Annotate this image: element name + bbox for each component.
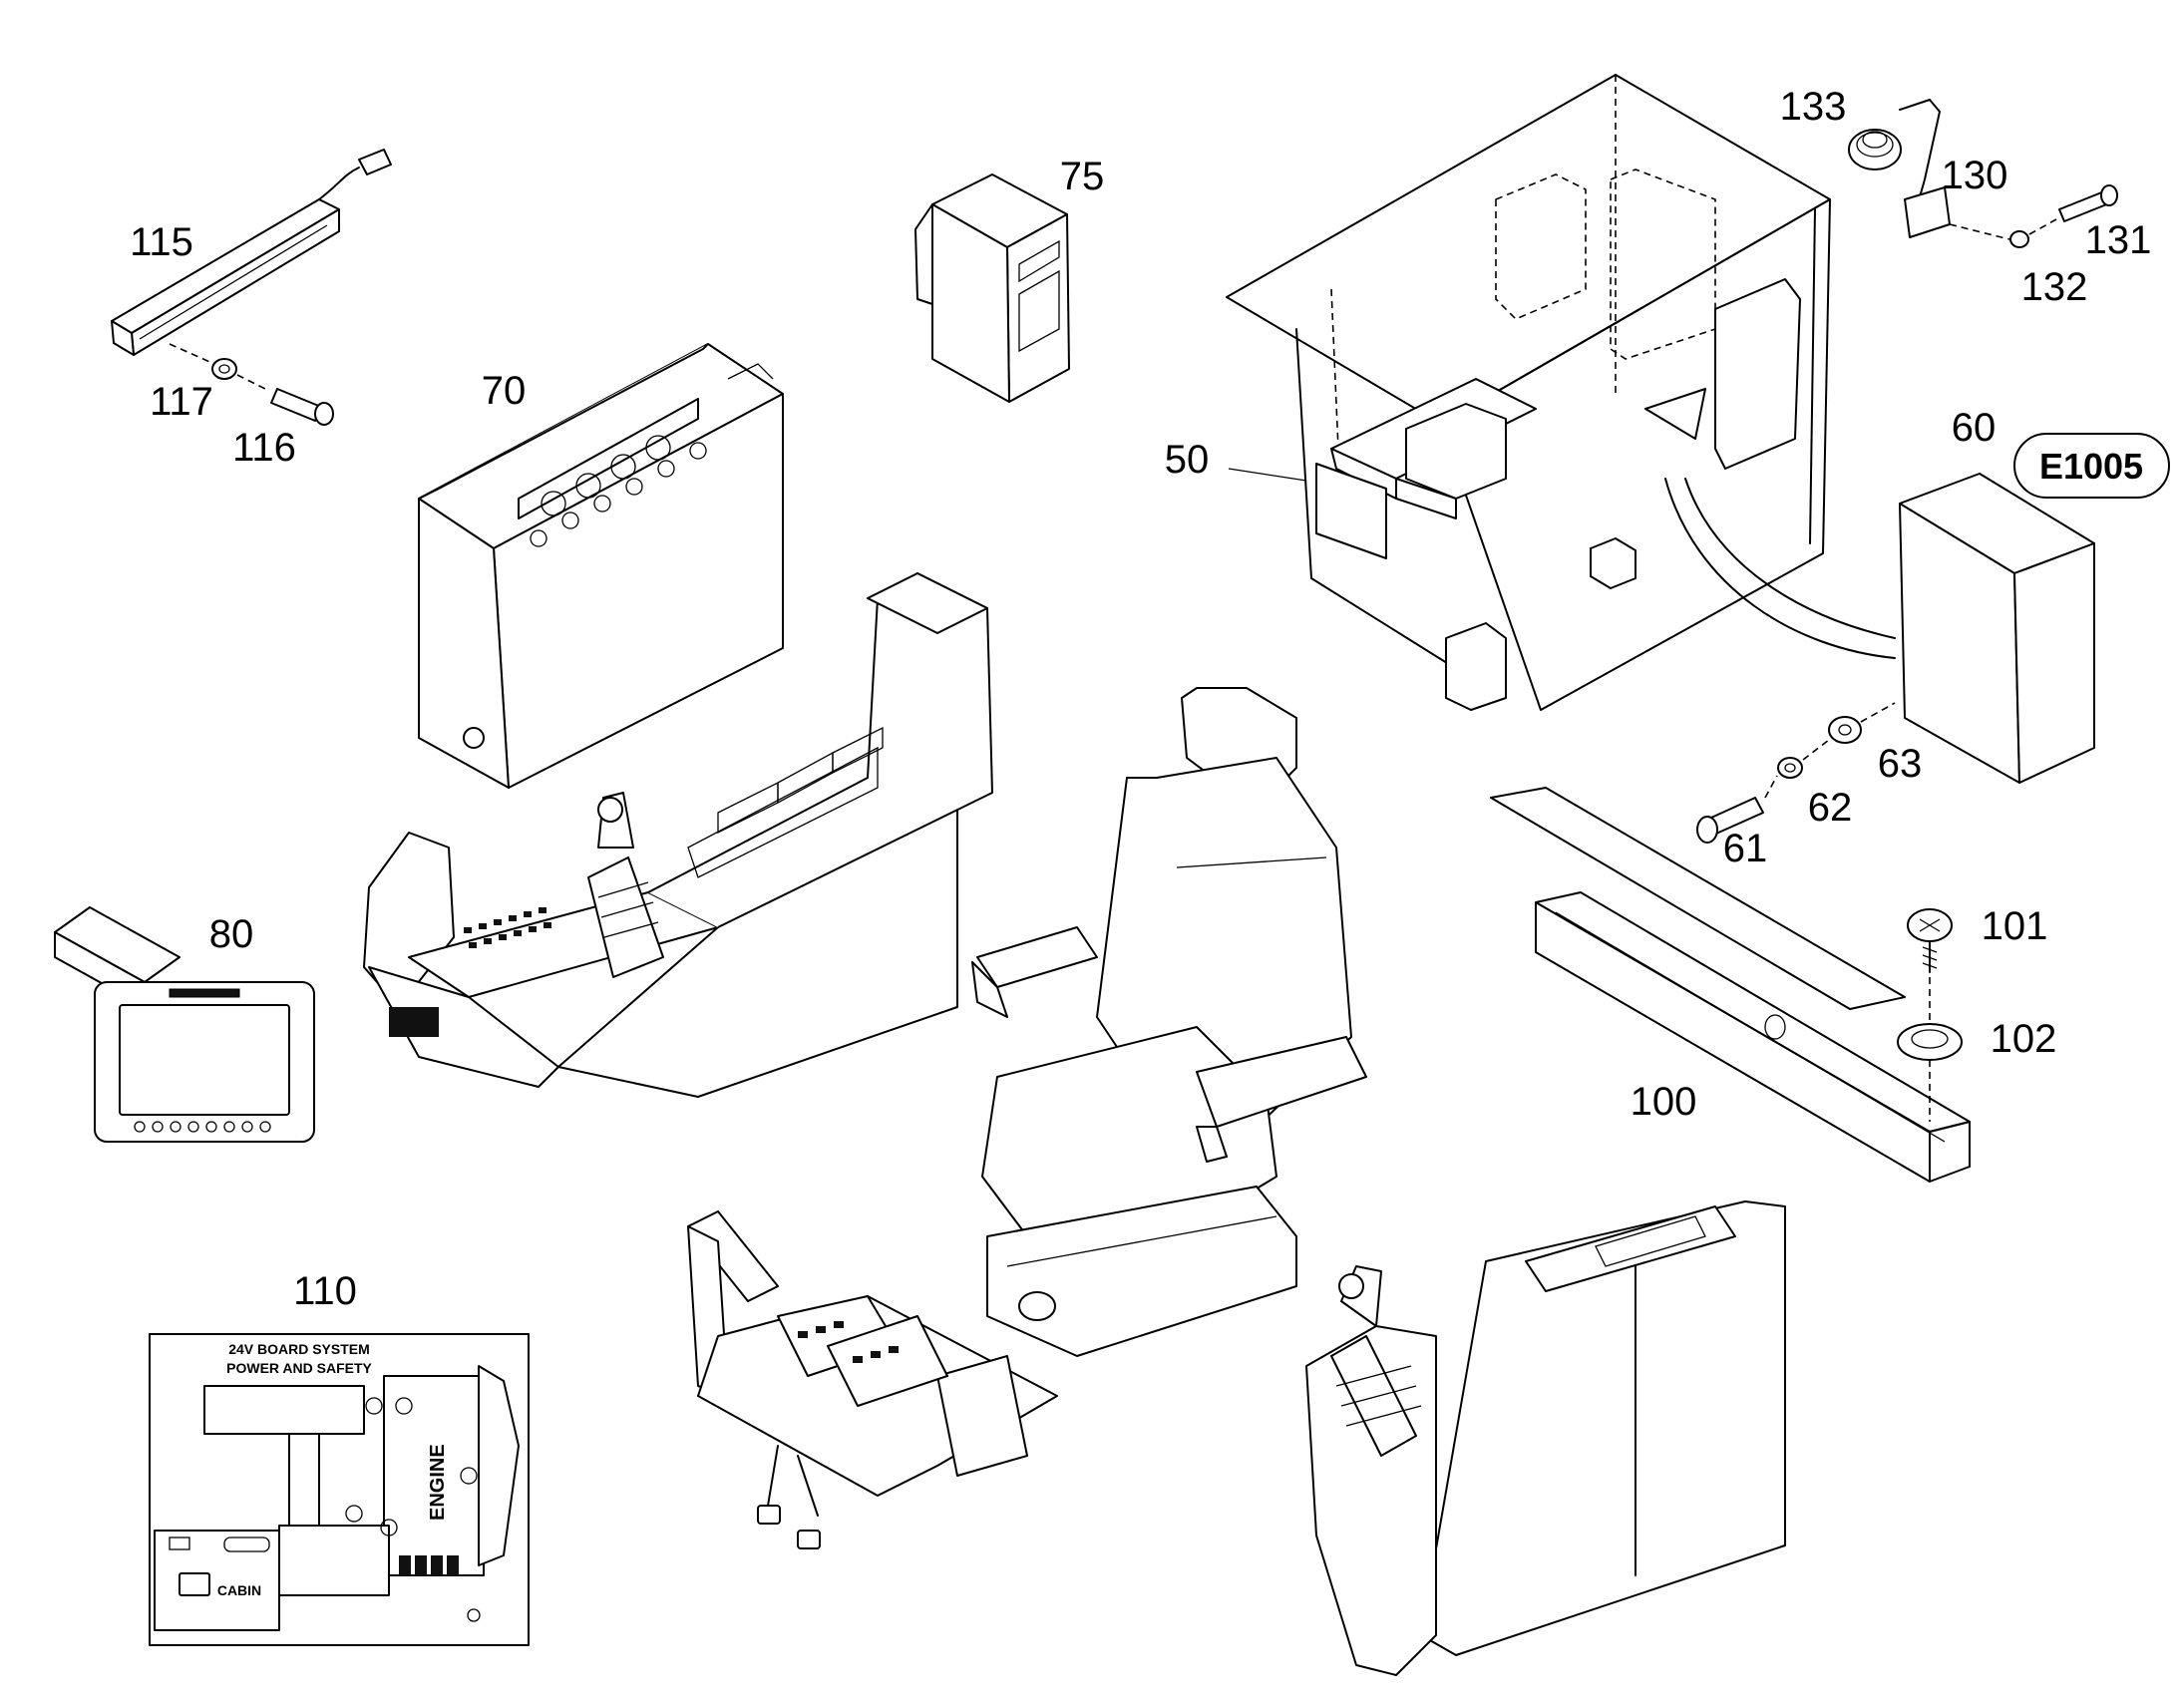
decal-cabin-label: CABIN	[217, 1582, 261, 1598]
callout-102: 102	[1991, 1017, 2057, 1061]
callout-labels: 115 117 116 70 75 50 133 130 131 132 60 …	[130, 85, 2151, 1313]
part-50-cabin-frame	[1226, 74, 1896, 711]
part-101-screw	[1907, 908, 1953, 973]
part-61-bolt	[1696, 797, 1764, 844]
part-110-decal-24v-board: 24V BOARD SYSTEM POWER AND SAFETY ENGINE…	[149, 1333, 530, 1646]
badge-e1005: E1005	[2013, 433, 2170, 499]
callout-62: 62	[1808, 786, 1853, 830]
part-117-washer	[211, 358, 237, 380]
leader-130	[1949, 218, 2057, 240]
part-62-washer	[1777, 757, 1803, 779]
part-75-overhead-panel	[914, 173, 1070, 403]
callout-61: 61	[1723, 827, 1768, 870]
decal-title-line2: POWER AND SAFETY	[226, 1360, 372, 1376]
leader-115	[169, 343, 270, 392]
callout-101: 101	[1982, 904, 2048, 948]
part-116-bolt	[270, 388, 334, 426]
callout-75: 75	[1060, 155, 1105, 198]
callout-115: 115	[130, 220, 193, 264]
part-102-grommet	[1897, 1023, 1963, 1061]
part-133-grommet	[1848, 129, 1902, 171]
right-console	[1305, 1200, 1786, 1676]
badge-e1005-text: E1005	[2039, 446, 2143, 487]
callout-70: 70	[482, 369, 527, 413]
callout-50: 50	[1165, 438, 1210, 482]
callout-63: 63	[1878, 742, 1923, 786]
part-63-washer	[1828, 716, 1862, 744]
operator-seat	[971, 687, 1367, 1357]
part-60-cover-box	[1899, 473, 2095, 784]
callout-131: 131	[2085, 218, 2152, 262]
callout-132: 132	[2021, 265, 2088, 309]
callout-80: 80	[209, 912, 254, 956]
callout-133: 133	[1780, 85, 1847, 129]
part-131-bolt	[2058, 184, 2118, 222]
pedal-frame	[687, 1210, 1058, 1549]
part-80-display-monitor	[54, 906, 315, 1143]
leader-50	[1228, 468, 1307, 482]
decal-engine-label: ENGINE	[427, 1444, 449, 1521]
part-100-side-rail	[1490, 787, 1971, 1183]
part-132-washer	[2009, 230, 2029, 248]
callout-110: 110	[293, 1269, 357, 1313]
callout-116: 116	[232, 426, 296, 470]
callout-100: 100	[1631, 1080, 1697, 1124]
callout-117: 117	[150, 380, 213, 424]
callout-130: 130	[1942, 154, 2008, 197]
leader-60	[1764, 702, 1896, 799]
part-70-control-console	[418, 343, 784, 789]
left-console	[363, 572, 993, 1098]
part-115-light-bar	[111, 149, 392, 356]
decal-title-line1: 24V BOARD SYSTEM	[228, 1341, 370, 1357]
callout-60: 60	[1952, 406, 1997, 450]
